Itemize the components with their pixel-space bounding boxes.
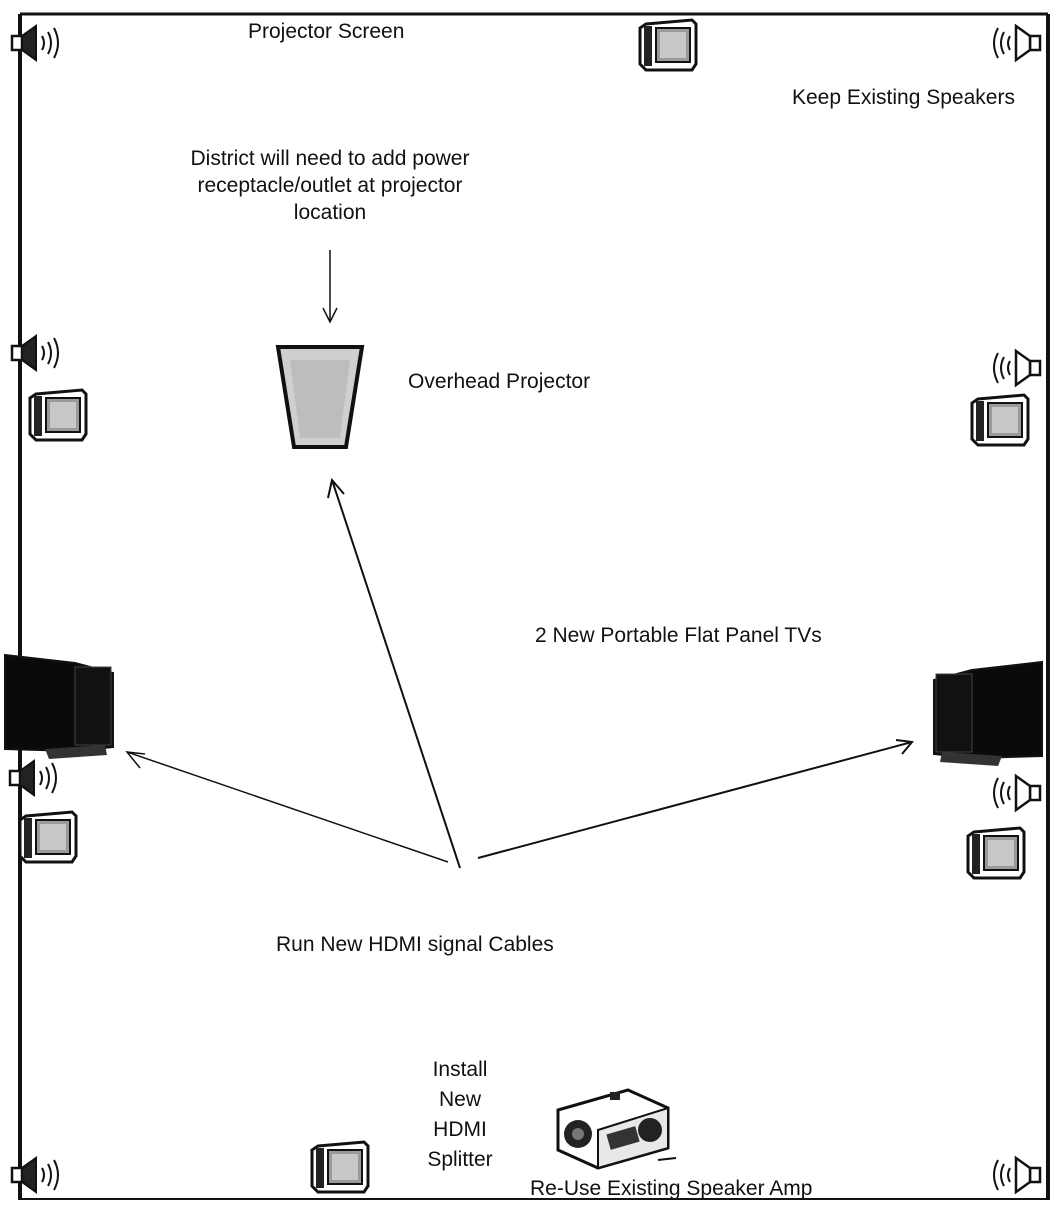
hdmi-splitter-line: Splitter	[427, 1148, 493, 1171]
crt-monitor-icon	[970, 393, 1030, 447]
hdmi-cables-label: Run New HDMI signal Cables	[276, 933, 554, 956]
speaker-icon	[8, 759, 58, 797]
power-note-line: location	[293, 201, 367, 224]
hdmi-splitter-label: Install New HDMI Splitter	[405, 1055, 515, 1175]
overhead-projector-icon	[275, 345, 365, 449]
speaker-icon	[992, 774, 1042, 812]
hdmi-splitter-line: Install	[432, 1058, 488, 1081]
speaker-icon	[992, 24, 1042, 62]
flat-panel-tvs-label: 2 New Portable Flat Panel TVs	[535, 624, 822, 647]
hdmi-splitter-line: New	[438, 1088, 481, 1111]
power-note-label: District will need to add power receptac…	[170, 145, 490, 226]
speaker-icon	[992, 349, 1042, 387]
room-outline	[18, 12, 1050, 1200]
hdmi-splitter-line: HDMI	[433, 1118, 487, 1141]
cable-arrow-to-right-tv	[477, 739, 914, 859]
keep-speakers-label: Keep Existing Speakers	[792, 86, 1015, 109]
crt-monitor-icon	[310, 1140, 370, 1194]
crt-monitor-icon	[966, 826, 1026, 880]
projector-screen-label: Projector Screen	[248, 20, 405, 43]
crt-monitor-icon	[18, 810, 78, 864]
speaker-amp-icon	[556, 1088, 677, 1170]
speaker-icon	[992, 1156, 1042, 1194]
crt-monitor-icon	[638, 18, 698, 72]
cable-arrow-to-left-tv	[125, 751, 449, 863]
cable-arrow-to-projector	[327, 477, 461, 869]
speaker-amp-label: Re-Use Existing Speaker Amp	[530, 1177, 813, 1200]
flat-panel-tv-icon	[4, 654, 114, 760]
overhead-projector-label: Overhead Projector	[408, 370, 591, 393]
crt-monitor-icon	[28, 388, 88, 442]
power-note-arrow	[322, 250, 338, 324]
flat-panel-tv-icon	[933, 661, 1043, 767]
power-note-line: receptacle/outlet at projector	[197, 174, 463, 197]
power-note-line: District will need to add power	[190, 147, 470, 170]
